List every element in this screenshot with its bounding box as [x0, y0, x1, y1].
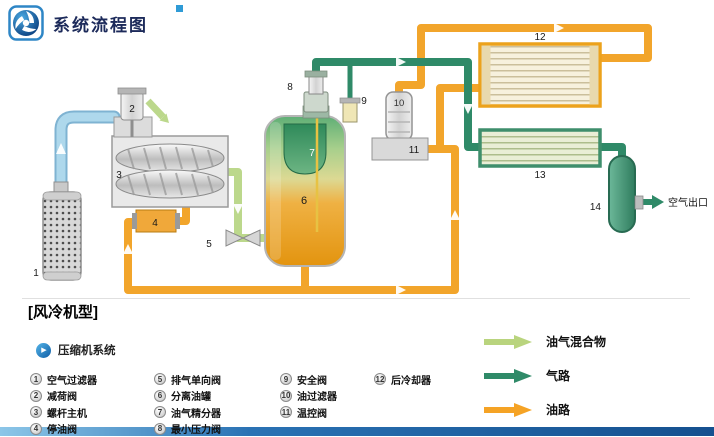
flow-diagram: 1 2 3 4 5 6 7 8 9 10 11 12 13 14 空气出口 [0, 0, 714, 300]
safety-valve [340, 98, 360, 122]
label-8: 8 [287, 82, 293, 93]
air-outlet-arrow [652, 195, 664, 209]
circled-number: 7 [154, 406, 166, 418]
list-item: 8 最小压力阀 [154, 421, 280, 437]
air-filter [43, 182, 81, 280]
section-heading: [风冷机型] [28, 301, 98, 322]
label-14: 14 [590, 202, 602, 213]
label-3: 3 [116, 170, 122, 181]
part-label: 油过滤器 [297, 388, 337, 403]
label-10: 10 [394, 98, 405, 109]
list-item: 7 油气精分器 [154, 404, 280, 421]
circled-number: 8 [154, 423, 166, 435]
discharge-check-valve [226, 230, 260, 246]
gas-arrow-icon [484, 368, 534, 384]
circled-number: 10 [280, 390, 292, 402]
circled-number: 5 [154, 373, 166, 385]
list-item: 1 空气过滤器 [30, 371, 154, 388]
label-7: 7 [309, 148, 315, 159]
part-label: 停油阀 [47, 421, 77, 436]
part-label: 安全阀 [297, 372, 327, 387]
circled-number: 6 [154, 390, 166, 402]
intake-air-pipe [61, 117, 114, 192]
label-13: 13 [534, 170, 546, 181]
title-accent-square [176, 5, 183, 12]
part-label: 排气单向阀 [171, 372, 221, 387]
list-item: 3 螺杆主机 [30, 404, 154, 421]
thermostatic-valve [372, 138, 428, 160]
compressor-system-label: 压缩机系统 [58, 342, 116, 358]
oil-arrow-icon [484, 402, 534, 418]
list-item: 4 停油阀 [30, 421, 154, 437]
play-icon: ▶ [36, 343, 51, 358]
part-label: 分离油罐 [171, 388, 211, 403]
legend-item-oil: 油路 [484, 401, 606, 418]
circled-number: 1 [30, 373, 42, 385]
part-label: 油气精分器 [171, 405, 221, 420]
list-item: 12 后冷却器 [374, 371, 431, 388]
mixture-arrow-icon [484, 334, 534, 350]
part-label: 温控阀 [297, 405, 327, 420]
brand-logo-icon [8, 5, 44, 41]
compressor-system-row: ▶ 压缩机系统 [36, 342, 116, 358]
label-2: 2 [129, 104, 135, 115]
list-item: 11 温控阀 [280, 404, 374, 421]
part-label: 后冷却器 [391, 372, 431, 387]
circled-number: 11 [280, 406, 292, 418]
page-title: 系统流程图 [53, 11, 148, 36]
label-6: 6 [301, 195, 307, 207]
screw-airend [112, 117, 228, 207]
pipe-legend: 油气混合物 气路 油路 [484, 333, 606, 418]
part-label: 最小压力阀 [171, 421, 221, 436]
separator-tank [265, 98, 345, 266]
label-4: 4 [152, 218, 158, 229]
circled-number: 9 [280, 373, 292, 385]
legend-item-mixture: 油气混合物 [484, 333, 606, 350]
circled-number: 2 [30, 390, 42, 402]
legend-item-gas: 气路 [484, 367, 606, 384]
label-1: 1 [33, 268, 39, 279]
page-header: 系统流程图 [8, 5, 148, 41]
water-separator [609, 156, 643, 232]
list-item: 6 分离油罐 [154, 388, 280, 405]
part-label: 空气过滤器 [47, 372, 97, 387]
list-item: 10 油过滤器 [280, 388, 374, 405]
list-item: 2 减荷阀 [30, 388, 154, 405]
circled-number: 4 [30, 423, 42, 435]
parts-list: 1 空气过滤器 2 减荷阀 3 螺杆主机 4 停油阀 5 排气单向阀 6 分离油罐 7 油气精… [30, 371, 431, 437]
circled-number: 3 [30, 406, 42, 418]
legend-label: 气路 [546, 367, 570, 384]
legend-label: 油气混合物 [546, 333, 606, 350]
legend-label: 油路 [546, 401, 570, 418]
list-item: 5 排气单向阀 [154, 371, 280, 388]
part-label: 螺杆主机 [47, 405, 87, 420]
label-12: 12 [534, 32, 546, 43]
label-11: 11 [409, 145, 420, 156]
label-5: 5 [206, 239, 212, 250]
list-item: 9 安全阀 [280, 371, 374, 388]
label-9: 9 [361, 96, 367, 107]
minimum-pressure-valve [303, 71, 329, 118]
part-label: 减荷阀 [47, 388, 77, 403]
circled-number: 12 [374, 373, 386, 385]
after-cooler [480, 44, 600, 106]
oil-cooler [480, 130, 600, 166]
air-outlet-label: 空气出口 [668, 196, 708, 209]
